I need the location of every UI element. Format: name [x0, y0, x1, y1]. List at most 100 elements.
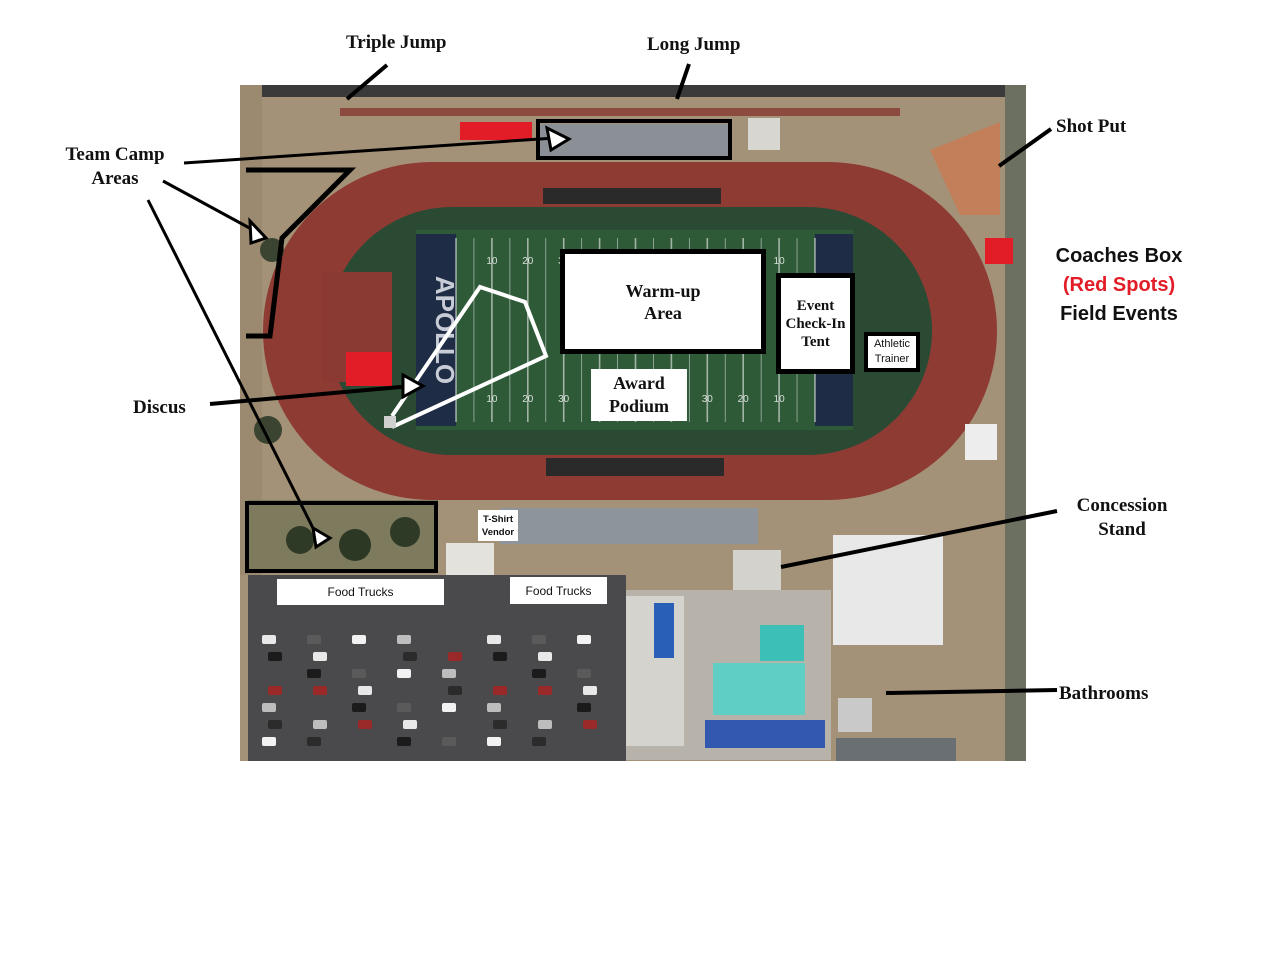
pointer-line	[345, 63, 389, 101]
pool-shade	[705, 720, 825, 748]
pointer-line	[780, 509, 1058, 569]
bathrooms-label: Bathrooms	[1059, 683, 1149, 704]
team-camp-label-line1: Team Camp	[65, 144, 165, 165]
discus-circle	[384, 416, 396, 428]
yard-number: 10	[774, 256, 786, 267]
pointer-line	[183, 136, 556, 165]
pointer-line	[146, 199, 320, 539]
parked-car	[358, 720, 372, 729]
north-sideline-bench	[543, 188, 721, 204]
yard-number: 20	[522, 256, 534, 267]
parked-car	[538, 652, 552, 661]
yard-number: 10	[486, 256, 498, 267]
parked-car	[262, 737, 276, 746]
top-road	[240, 85, 1026, 97]
parked-car	[262, 703, 276, 712]
arrow-head	[401, 372, 427, 400]
parked-car	[577, 703, 591, 712]
coaches-spot-long-jump	[460, 122, 532, 140]
parked-car	[262, 635, 276, 644]
award-line1: Award	[613, 373, 665, 393]
small-building-1	[446, 543, 494, 575]
parked-car	[313, 686, 327, 695]
parked-car	[583, 686, 597, 695]
award-line2: Podium	[608, 396, 669, 416]
parked-car	[358, 686, 372, 695]
food-trucks-left-box: Food Trucks	[277, 579, 444, 605]
trainer-line2: Trainer	[874, 353, 910, 365]
parked-car	[577, 635, 591, 644]
tshirt-vendor-box: T-Shirt Vendor	[478, 510, 518, 541]
west-road	[240, 85, 262, 575]
yard-number: 10	[774, 394, 786, 405]
east-strip	[1005, 85, 1026, 761]
arrow-head	[311, 525, 333, 550]
checkin-line1: Event	[796, 297, 835, 314]
north-bleachers	[540, 124, 728, 156]
small-building-2	[733, 550, 781, 590]
parked-car	[487, 703, 501, 712]
concession-stand-label: Concession Stand	[1062, 494, 1182, 542]
parked-car	[487, 737, 501, 746]
parked-car	[532, 669, 546, 678]
parked-car	[268, 652, 282, 661]
parked-car	[442, 669, 456, 678]
checkin-line2: Check-In	[785, 315, 846, 332]
team-camp-outline-south	[245, 501, 438, 573]
pointer-line	[885, 688, 1058, 695]
lap-pool	[713, 663, 805, 715]
arrow-head	[248, 217, 269, 246]
team-camp-label-line2: Areas	[91, 168, 139, 189]
diving-pool	[760, 625, 804, 661]
award-podium-box: Award Podium	[591, 369, 687, 421]
tshirt-line2: Vendor	[481, 526, 515, 538]
pointer-line	[209, 384, 413, 406]
tree	[286, 526, 314, 554]
parked-car	[397, 703, 411, 712]
discus-label: Discus	[133, 397, 186, 418]
parked-car	[313, 720, 327, 729]
event-check-in-tent-box: Event Check-In Tent	[776, 273, 855, 374]
parked-car	[538, 686, 552, 695]
coaches-spot-shot-put	[985, 238, 1013, 264]
parked-car	[307, 737, 321, 746]
athletic-trainer-box: Athletic Trainer	[864, 332, 920, 372]
concession-label-line1: Concession	[1076, 495, 1168, 516]
parked-car	[397, 635, 411, 644]
discus-sector-outline	[390, 284, 549, 429]
pointer-line	[997, 127, 1053, 168]
yard-number: 30	[558, 394, 570, 405]
arrow-head	[544, 125, 573, 153]
press-building-north	[748, 118, 780, 150]
shot-put-label: Shot Put	[1056, 116, 1127, 137]
parked-car	[268, 686, 282, 695]
parked-car	[532, 737, 546, 746]
warmup-area-box: Warm-up Area	[560, 249, 766, 354]
south-building	[836, 738, 956, 761]
parked-car	[403, 720, 417, 729]
yard-number: 10	[486, 394, 498, 405]
jump-runway	[340, 108, 900, 116]
parked-car	[397, 737, 411, 746]
east-shed	[965, 424, 997, 460]
parked-car	[493, 652, 507, 661]
parked-car	[352, 669, 366, 678]
shot-put-sector	[930, 122, 1000, 215]
parked-car	[532, 635, 546, 644]
parked-car	[538, 720, 552, 729]
long-jump-label: Long Jump	[647, 34, 741, 55]
tree	[339, 529, 371, 561]
south-sideline-bench	[546, 458, 724, 476]
parked-car	[442, 737, 456, 746]
parking-lot	[248, 575, 626, 761]
parked-car	[352, 635, 366, 644]
parked-car	[583, 720, 597, 729]
team-camp-outline-west	[246, 167, 357, 339]
parked-car	[448, 686, 462, 695]
yard-number: 30	[702, 394, 714, 405]
pointer-line	[675, 63, 691, 100]
triple-jump-label: Triple Jump	[346, 32, 447, 53]
coaches-spot-discus	[346, 352, 392, 386]
trainer-line1: Athletic	[873, 338, 911, 350]
